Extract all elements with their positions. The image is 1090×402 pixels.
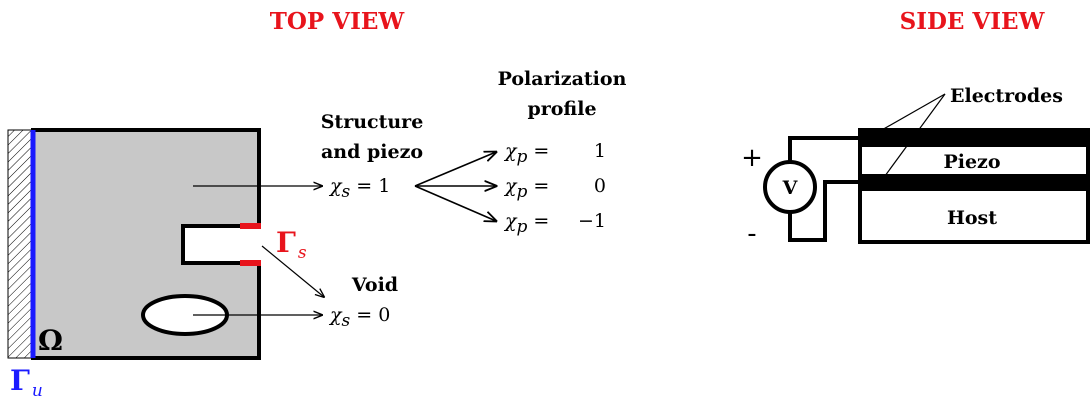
host-label: Host [947,207,997,229]
voltage-source [763,160,817,214]
structure-label-line1: Structure [321,111,424,133]
chi-p-number-2: 0 [594,175,606,197]
chi-s-void: χs = 0 [328,304,390,331]
void-label: Void [351,274,398,296]
side-view-title: SIDE VIEW [900,8,1046,35]
structure-label-line2: and piezo [321,141,423,163]
voltage-label: V [782,177,799,199]
polarization-title-line1: Polarization [498,68,627,90]
polarization-arrow-down [414,185,496,221]
minus-sign: - [747,219,756,249]
chi-p-number-1: 1 [594,140,606,162]
domain-label: Ω [38,324,63,357]
polarization-title-line2: profile [527,98,596,120]
electrode-pointer-bottom [881,93,946,181]
top-electrode [860,130,1088,147]
chi-p-value-2: χp= [503,175,549,202]
polarization-arrow-up [414,152,496,187]
wire-top [788,136,860,162]
electrodes-label: Electrodes [950,85,1063,107]
chi-p-number-3: −1 [578,210,606,232]
polarization-values: χp= 1 χp= 0 χp= −1 [503,140,606,237]
electrode-pointer-top [872,93,946,136]
bottom-electrode [860,174,1088,191]
chi-s-structure: χs = 1 [328,175,390,202]
piezo-label: Piezo [943,151,1000,173]
clamped-wall-hatch [7,129,34,359]
gamma-s-arrow [261,245,324,297]
top-view-title: TOP VIEW [270,8,406,35]
plus-sign: + [741,143,763,173]
chi-p-value-1: χp= [503,140,549,167]
side-view-group: Piezo Host Electrodes V + - [741,85,1090,249]
chi-p-value-3: χp= [503,210,549,237]
wire-bottom [788,180,860,242]
